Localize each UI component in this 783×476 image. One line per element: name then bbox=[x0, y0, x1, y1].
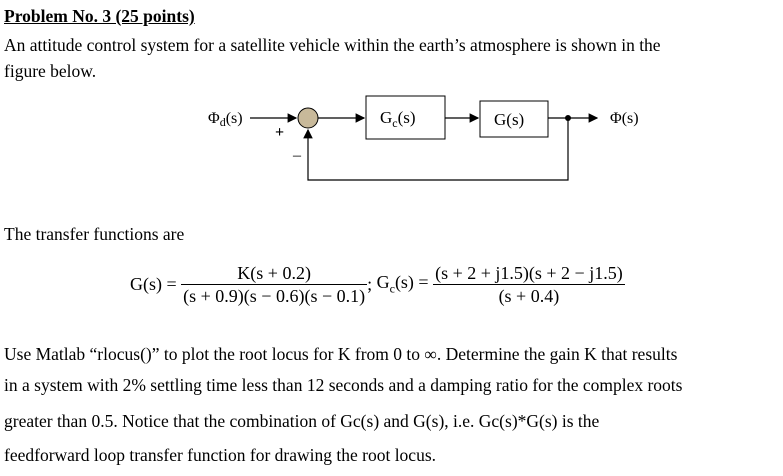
g-fraction: K(s + 0.2) (s + 0.9)(s − 0.6)(s − 0.1) bbox=[181, 262, 368, 307]
gc-lhs: Gc(s) = bbox=[376, 272, 429, 296]
paragraph-line-1: Use Matlab “rlocus()” to plot the root l… bbox=[4, 344, 678, 364]
intro-line-2: figure below. bbox=[4, 61, 97, 81]
problem-title: Problem No. 3 (25 points) bbox=[4, 6, 195, 26]
g-numerator: K(s + 0.2) bbox=[181, 262, 368, 285]
block-diagram: Φd(s) + – Gc(s) G(s) Φ(s) bbox=[208, 95, 639, 181]
paragraph-line-2: in a system with 2% settling time less t… bbox=[4, 375, 683, 395]
gc-denominator: (s + 0.4) bbox=[498, 286, 560, 306]
intro-line-1: An attitude control system for a satelli… bbox=[4, 35, 661, 55]
gc-numerator: (s + 2 + j1.5)(s + 2 − j1.5) bbox=[433, 263, 625, 285]
plus-sign: + bbox=[275, 124, 284, 141]
minus-sign: – bbox=[292, 147, 302, 164]
transfer-function-equation: G(s) = K(s + 0.2) (s + 0.9)(s − 0.6)(s −… bbox=[130, 262, 625, 307]
block-g bbox=[479, 100, 549, 138]
summing-junction bbox=[297, 107, 319, 129]
tf-intro: The transfer functions are bbox=[4, 224, 185, 244]
g-denominator: (s + 0.9)(s − 0.6)(s − 0.1) bbox=[183, 286, 366, 306]
output-label: Φ(s) bbox=[610, 110, 639, 127]
input-label: Φd(s) bbox=[208, 110, 243, 129]
feedback-path bbox=[303, 118, 569, 181]
gc-fraction: (s + 2 + j1.5)(s + 2 − j1.5) (s + 0.4) bbox=[433, 262, 625, 307]
block-gc bbox=[365, 95, 446, 140]
g-lhs: G(s) = bbox=[130, 274, 177, 294]
separator: ; bbox=[367, 274, 373, 294]
block-gc-label: Gc(s) bbox=[380, 108, 416, 130]
paragraph-line-4: feedforward loop transfer function for d… bbox=[4, 445, 437, 465]
paragraph-line-3: greater than 0.5. Notice that the combin… bbox=[4, 411, 600, 431]
block-g-label: G(s) bbox=[494, 110, 524, 129]
